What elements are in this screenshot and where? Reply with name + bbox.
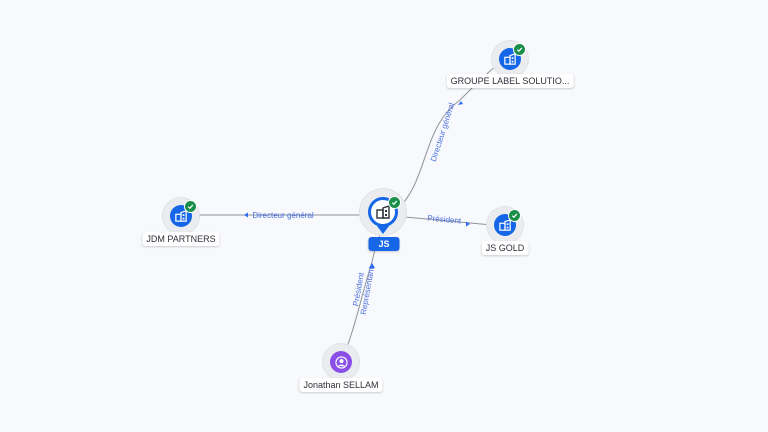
edge-label-jsgold: Président xyxy=(427,214,462,226)
edge-arrow-groupe xyxy=(458,101,463,105)
company-building-icon xyxy=(504,53,516,65)
node-jonathan-core[interactable] xyxy=(330,351,352,373)
edge-label-groupe: Directeur général xyxy=(429,101,457,162)
node-js-pointer xyxy=(377,226,389,234)
company-building-icon xyxy=(376,205,390,219)
edge-label-jdm: Directeur général xyxy=(252,211,314,220)
edge-arrow-jsgold xyxy=(466,221,470,227)
verified-check-icon xyxy=(513,43,526,56)
node-jsgold-label[interactable]: JS GOLD xyxy=(481,241,529,255)
verified-check-icon xyxy=(184,200,197,213)
company-building-icon xyxy=(175,210,187,222)
verified-check-icon xyxy=(388,196,401,209)
edge-arrow-jonathan xyxy=(369,263,375,268)
node-jonathan-label[interactable]: Jonathan SELLAM xyxy=(299,378,383,392)
company-building-icon xyxy=(499,219,511,231)
node-js-label[interactable]: JS xyxy=(368,237,400,251)
node-groupe-label[interactable]: GROUPE LABEL SOLUTIO... xyxy=(446,74,574,88)
edge-arrow-jdm xyxy=(244,212,248,218)
node-jdm-label[interactable]: JDM PARTNERS xyxy=(142,232,220,246)
verified-check-icon xyxy=(508,209,521,222)
edge-js-groupe xyxy=(394,57,507,213)
person-icon xyxy=(334,355,348,369)
